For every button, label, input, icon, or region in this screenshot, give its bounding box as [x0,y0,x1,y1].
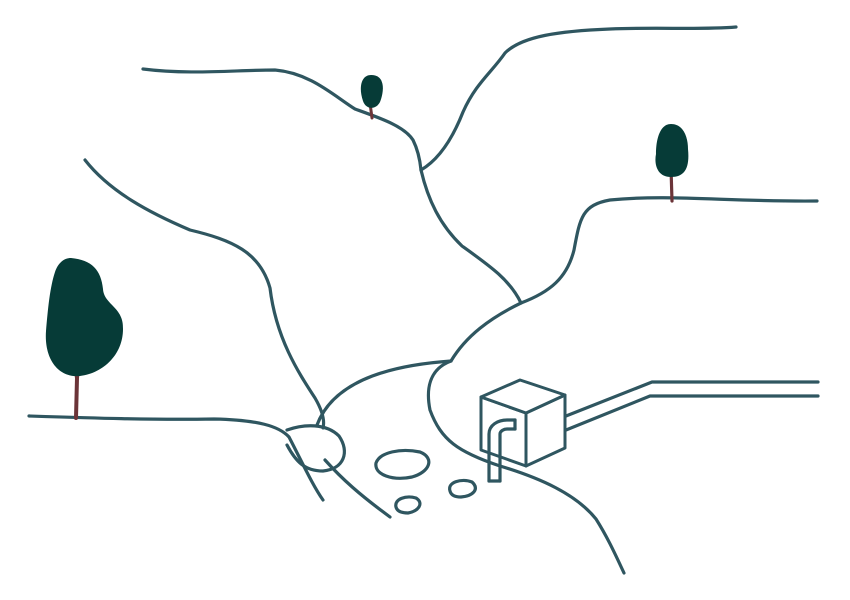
tree-small-left-hill [360,75,383,108]
pump-pipe-outer [487,418,517,483]
pump-pipe-inner [498,427,517,483]
tree-right-plateau [655,124,689,177]
back-hill-right-ridge [419,25,738,172]
pipeline-upper [564,380,820,418]
creek-bank-middle [426,301,523,468]
pump-house-top [479,378,567,415]
stream-rock-3 [394,495,422,515]
left-hill-ridge [83,158,326,430]
back-hill-left-ridge [141,67,423,172]
boulder [285,424,346,473]
left-ground-line [27,414,325,502]
stream-rock-2 [448,478,477,499]
creek-bed-line [323,458,392,519]
right-plateau-ridge [519,196,819,305]
creek-bank-left [315,359,453,427]
foreground-slope [498,464,626,575]
pipeline-lower [564,394,820,432]
middle-valley-slope [419,168,523,305]
stream-rock-1 [374,448,431,480]
tree-large-left [45,258,124,377]
